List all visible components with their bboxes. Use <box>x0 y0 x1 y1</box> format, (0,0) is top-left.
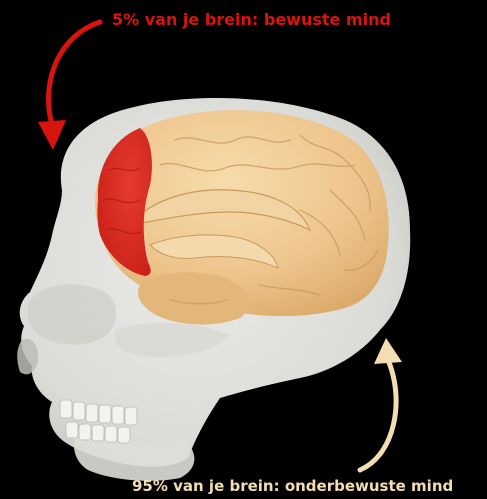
red-arrow <box>49 22 100 125</box>
red-arrow-head <box>38 120 66 150</box>
subconscious-mind-label: 95% van je brein: onderbewuste mind <box>132 479 453 494</box>
beige-arrow-head <box>374 338 402 364</box>
conscious-mind-label: 5% van je brein: bewuste mind <box>112 12 391 28</box>
beige-arrow <box>360 360 396 470</box>
